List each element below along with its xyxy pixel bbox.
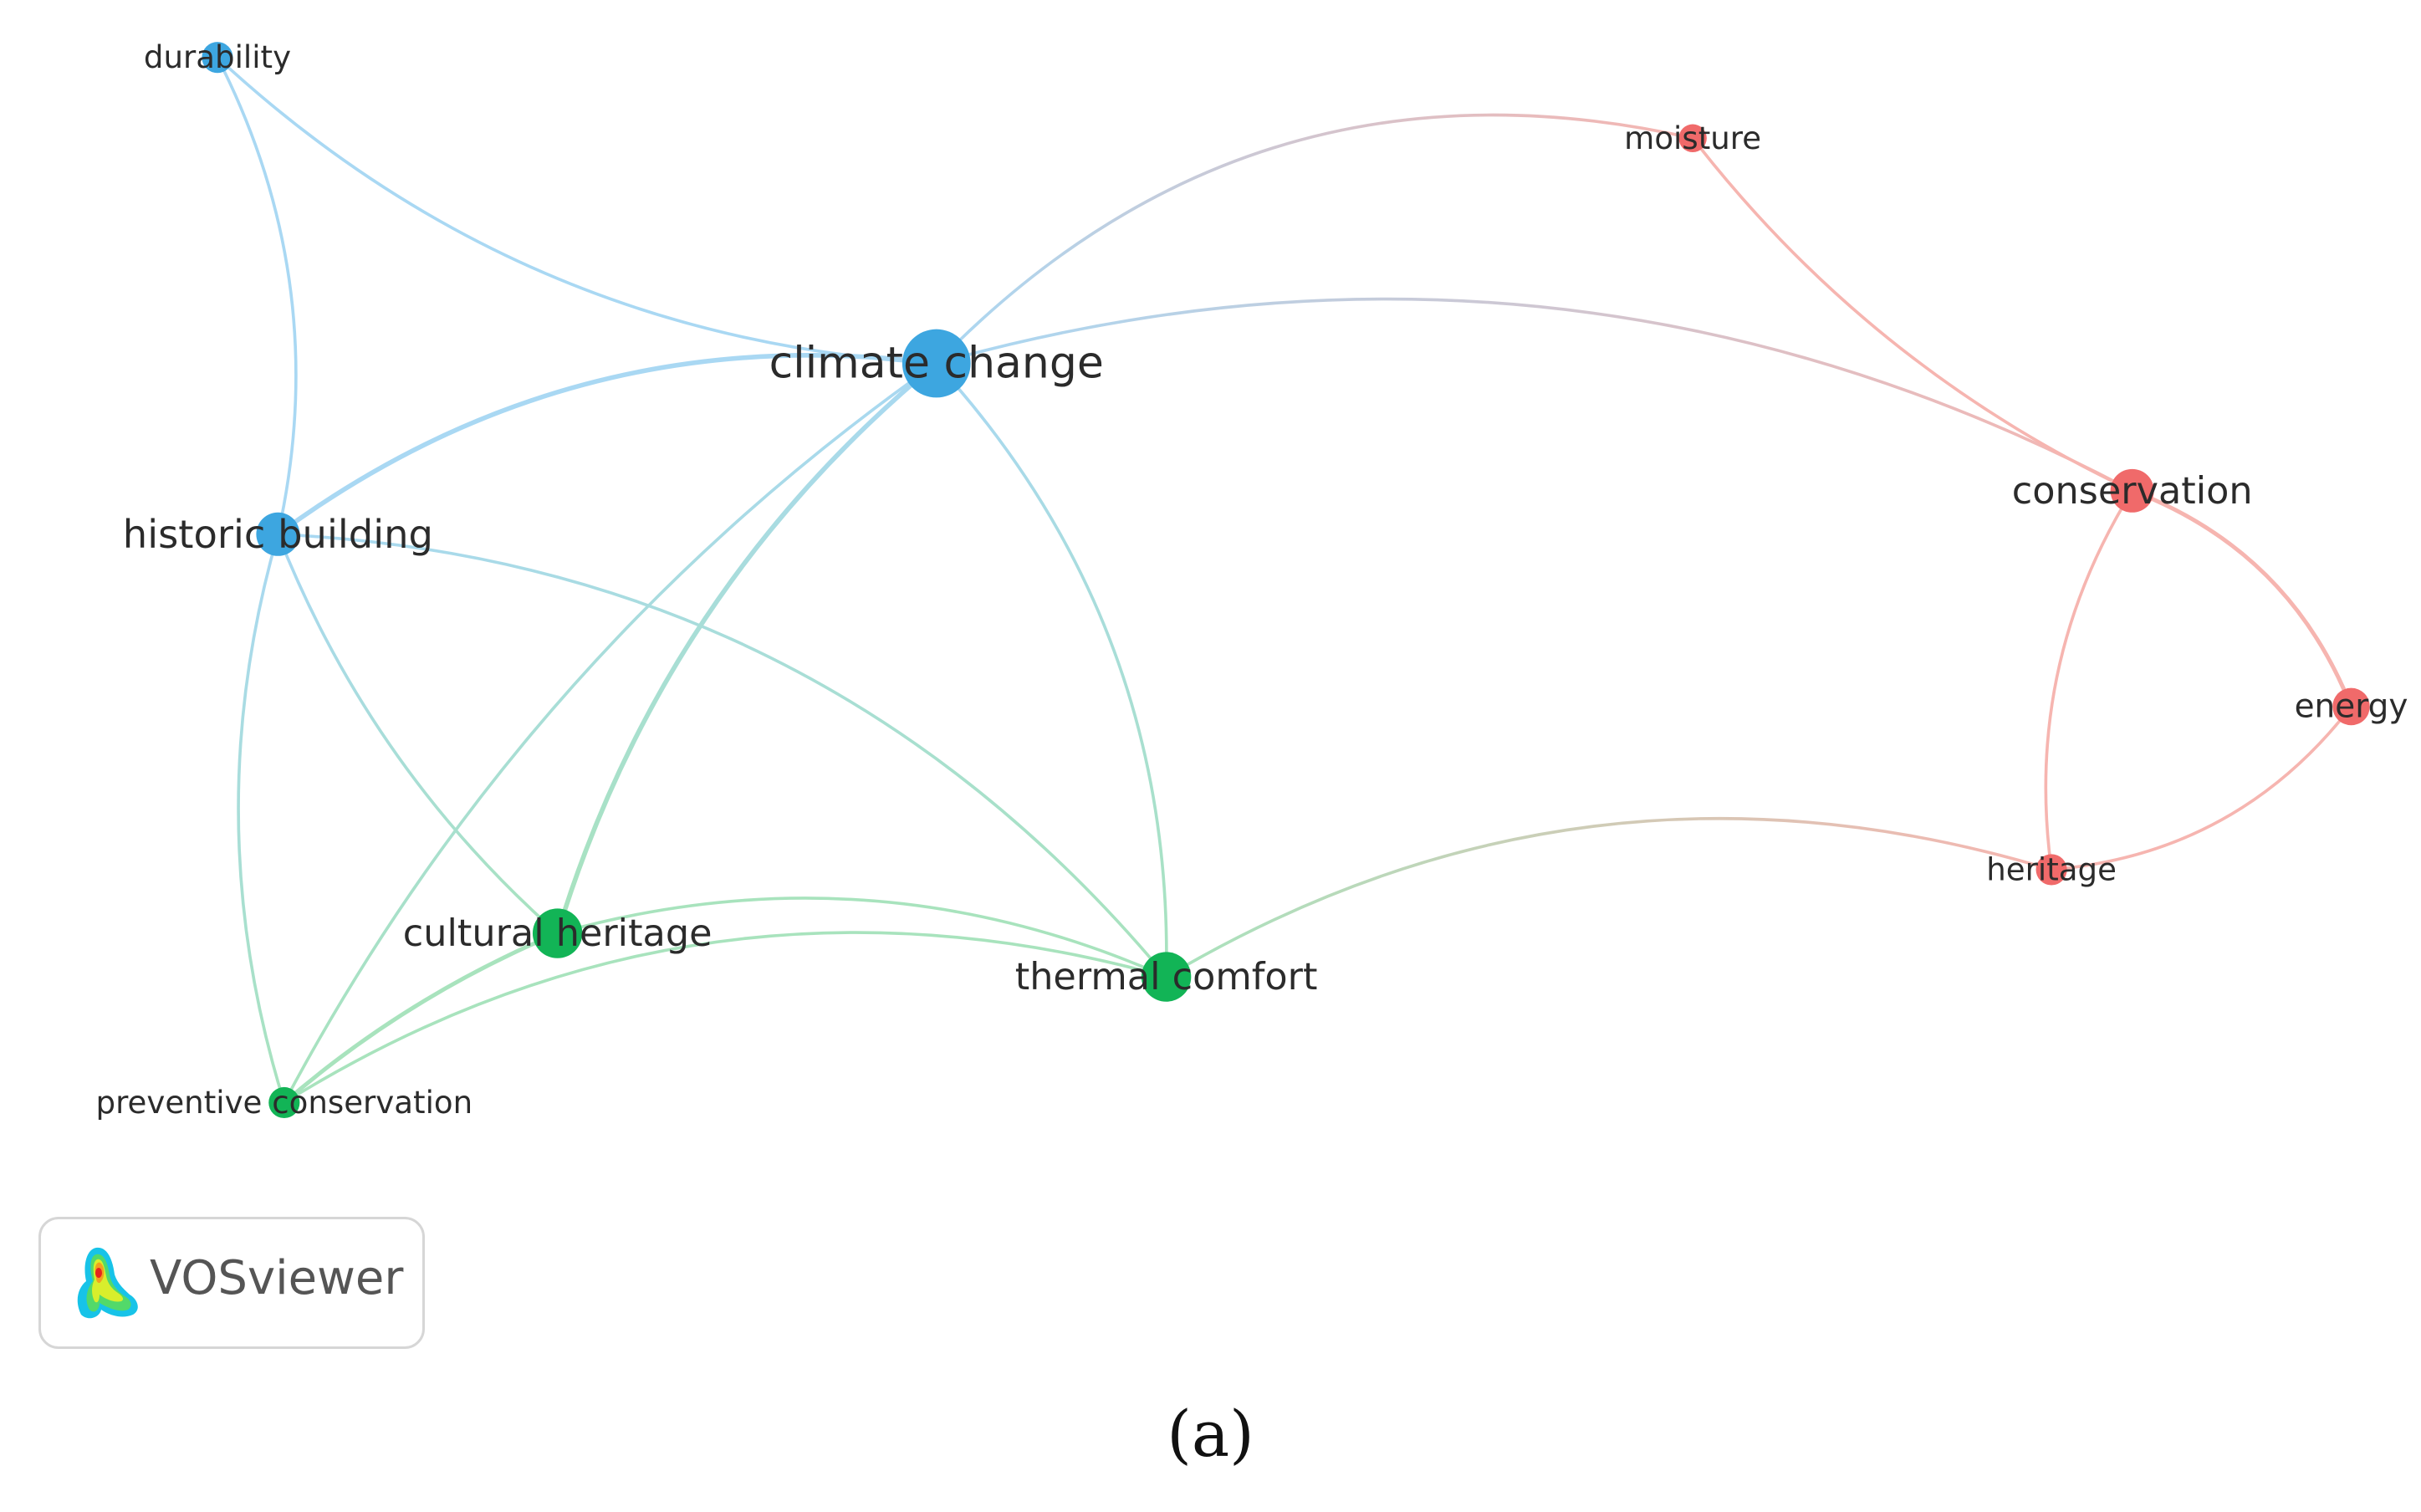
node-cultural-heritage[interactable]	[532, 908, 583, 958]
label-historic-building: historic building	[123, 512, 433, 557]
edge-climate-change-thermal-comfort	[935, 362, 1168, 978]
edge-moisture-conservation	[1691, 137, 2133, 493]
labels-layer: durability climate change historic buildin…	[96, 39, 2408, 1121]
edge-conservation-heritage	[2044, 489, 2134, 871]
label-cultural-heritage: cultural heritage	[403, 912, 713, 955]
node-heritage[interactable]	[2035, 854, 2067, 886]
edge-preventive-conservation-thermal-comfort	[283, 931, 1167, 1105]
edge-climate-change-cultural-heritage	[554, 361, 938, 934]
figure-caption: (a)	[1167, 1397, 1254, 1471]
label-conservation: conservation	[2012, 469, 2253, 513]
edges-layer	[216, 56, 2353, 1105]
label-thermal-comfort: thermal comfort	[1015, 955, 1318, 999]
edge-thermal-comfort-heritage	[1165, 816, 2052, 978]
node-preventive-conservation[interactable]	[268, 1086, 300, 1119]
label-climate-change: climate change	[769, 339, 1104, 389]
node-climate-change[interactable]	[901, 329, 971, 398]
node-moisture[interactable]	[1678, 124, 1707, 152]
label-durability: durability	[144, 39, 291, 75]
nodes-layer	[202, 42, 2370, 1119]
edge-climate-change-moisture	[935, 113, 1693, 365]
edge-durability-climate-change	[216, 56, 937, 365]
edge-climate-change-conservation	[936, 297, 2133, 493]
node-energy[interactable]	[2332, 687, 2370, 726]
edge-cultural-heritage-preventive-conservation	[283, 931, 559, 1105]
edge-conservation-energy	[2131, 488, 2353, 707]
label-heritage: heritage	[1986, 851, 2117, 887]
edge-historic-building-cultural-heritage	[276, 534, 559, 935]
edge-historic-building-thermal-comfort	[278, 532, 1168, 978]
edge-heritage-energy	[2051, 705, 2352, 871]
vosviewer-logo-icon	[77, 1247, 138, 1319]
label-energy: energy	[2295, 687, 2408, 725]
node-thermal-comfort[interactable]	[1141, 952, 1192, 1002]
edge-climate-change-preventive-conservation	[283, 362, 937, 1104]
edge-historic-building-climate-change	[276, 353, 937, 537]
node-durability[interactable]	[202, 42, 233, 74]
badge-text: VOSviewer	[150, 1251, 404, 1305]
edge-cultural-heritage-thermal-comfort	[557, 896, 1167, 978]
node-conservation[interactable]	[2110, 468, 2154, 513]
edge-historic-building-preventive-conservation	[237, 534, 286, 1104]
edge-durability-historic-building	[216, 56, 298, 535]
vosviewer-badge: VOSviewer	[38, 1217, 425, 1349]
label-preventive-conservation: preventive conservation	[96, 1085, 473, 1121]
label-moisture: moisture	[1624, 120, 1761, 156]
node-historic-building[interactable]	[256, 512, 300, 556]
